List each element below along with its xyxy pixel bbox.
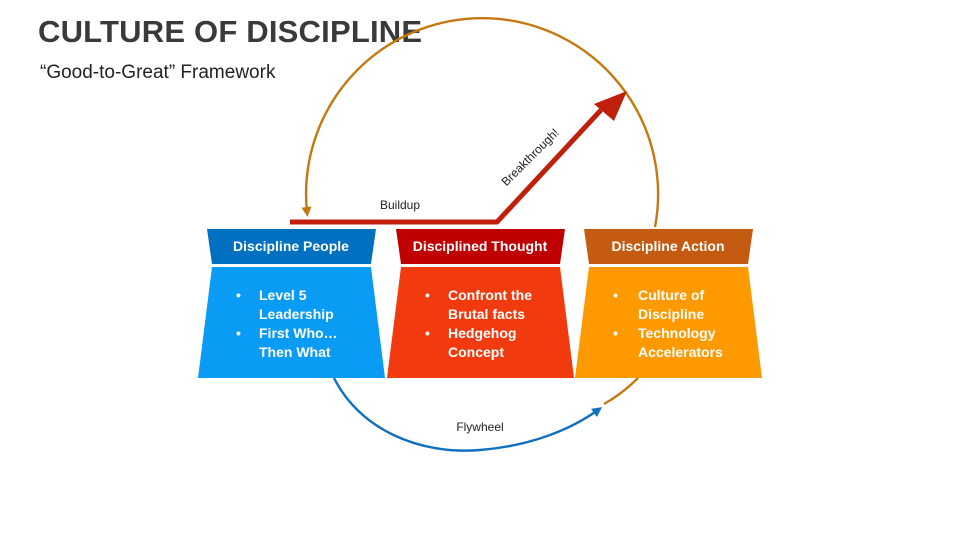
- column-body-shape: [387, 267, 574, 378]
- cycle-arc-lower: [603, 377, 639, 406]
- svg-text:•: •: [236, 325, 241, 341]
- flywheel-label: Flywheel: [456, 420, 503, 434]
- bullet-line: Discipline: [638, 306, 704, 322]
- svg-text:•: •: [425, 287, 430, 303]
- bullet-line: Hedgehog: [448, 325, 516, 341]
- column-discipline-action: Discipline Action • Culture of Disciplin…: [575, 229, 762, 378]
- bullet-line: Accelerators: [638, 344, 723, 360]
- bullet-line: Brutal facts: [448, 306, 525, 322]
- svg-text:•: •: [613, 325, 618, 341]
- breakthrough-arrowhead: [594, 91, 627, 121]
- column-discipline-people: Discipline People • Level 5 Leadership •…: [198, 229, 385, 378]
- column-header: Disciplined Thought: [413, 238, 548, 254]
- bullet-line: Confront the: [448, 287, 532, 303]
- column-body-shape: [575, 267, 762, 378]
- column-header-shape: [396, 229, 565, 264]
- bullet-line: First Who…: [259, 325, 338, 341]
- svg-text:•: •: [613, 287, 618, 303]
- svg-text:•: •: [425, 325, 430, 341]
- breakthrough-label: Breakthrough!: [499, 126, 562, 189]
- svg-text:•: •: [236, 287, 241, 303]
- bullet-line: Technology: [638, 325, 716, 341]
- bullet-line: Then What: [259, 344, 331, 360]
- bullet-line: Concept: [448, 344, 504, 360]
- buildup-line: [290, 108, 603, 225]
- bullet-line: Leadership: [259, 306, 334, 322]
- column-header: Discipline Action: [611, 238, 724, 254]
- buildup-label: Buildup: [380, 198, 420, 212]
- slide-subtitle: “Good-to-Great” Framework: [40, 62, 276, 83]
- column-header-shape: [207, 229, 376, 264]
- slide-title: CULTURE OF DISCIPLINE: [38, 14, 423, 49]
- column-body-shape: [198, 267, 385, 378]
- cycle-arc: [301, 16, 660, 228]
- bullet-line: Culture of: [638, 287, 704, 303]
- bullet-line: Level 5: [259, 287, 307, 303]
- column-header: Discipline People: [233, 238, 349, 254]
- column-disciplined-thought: Disciplined Thought • Confront the Bruta…: [387, 229, 574, 378]
- flywheel-arrow: [332, 377, 603, 452]
- column-header-shape: [584, 229, 753, 264]
